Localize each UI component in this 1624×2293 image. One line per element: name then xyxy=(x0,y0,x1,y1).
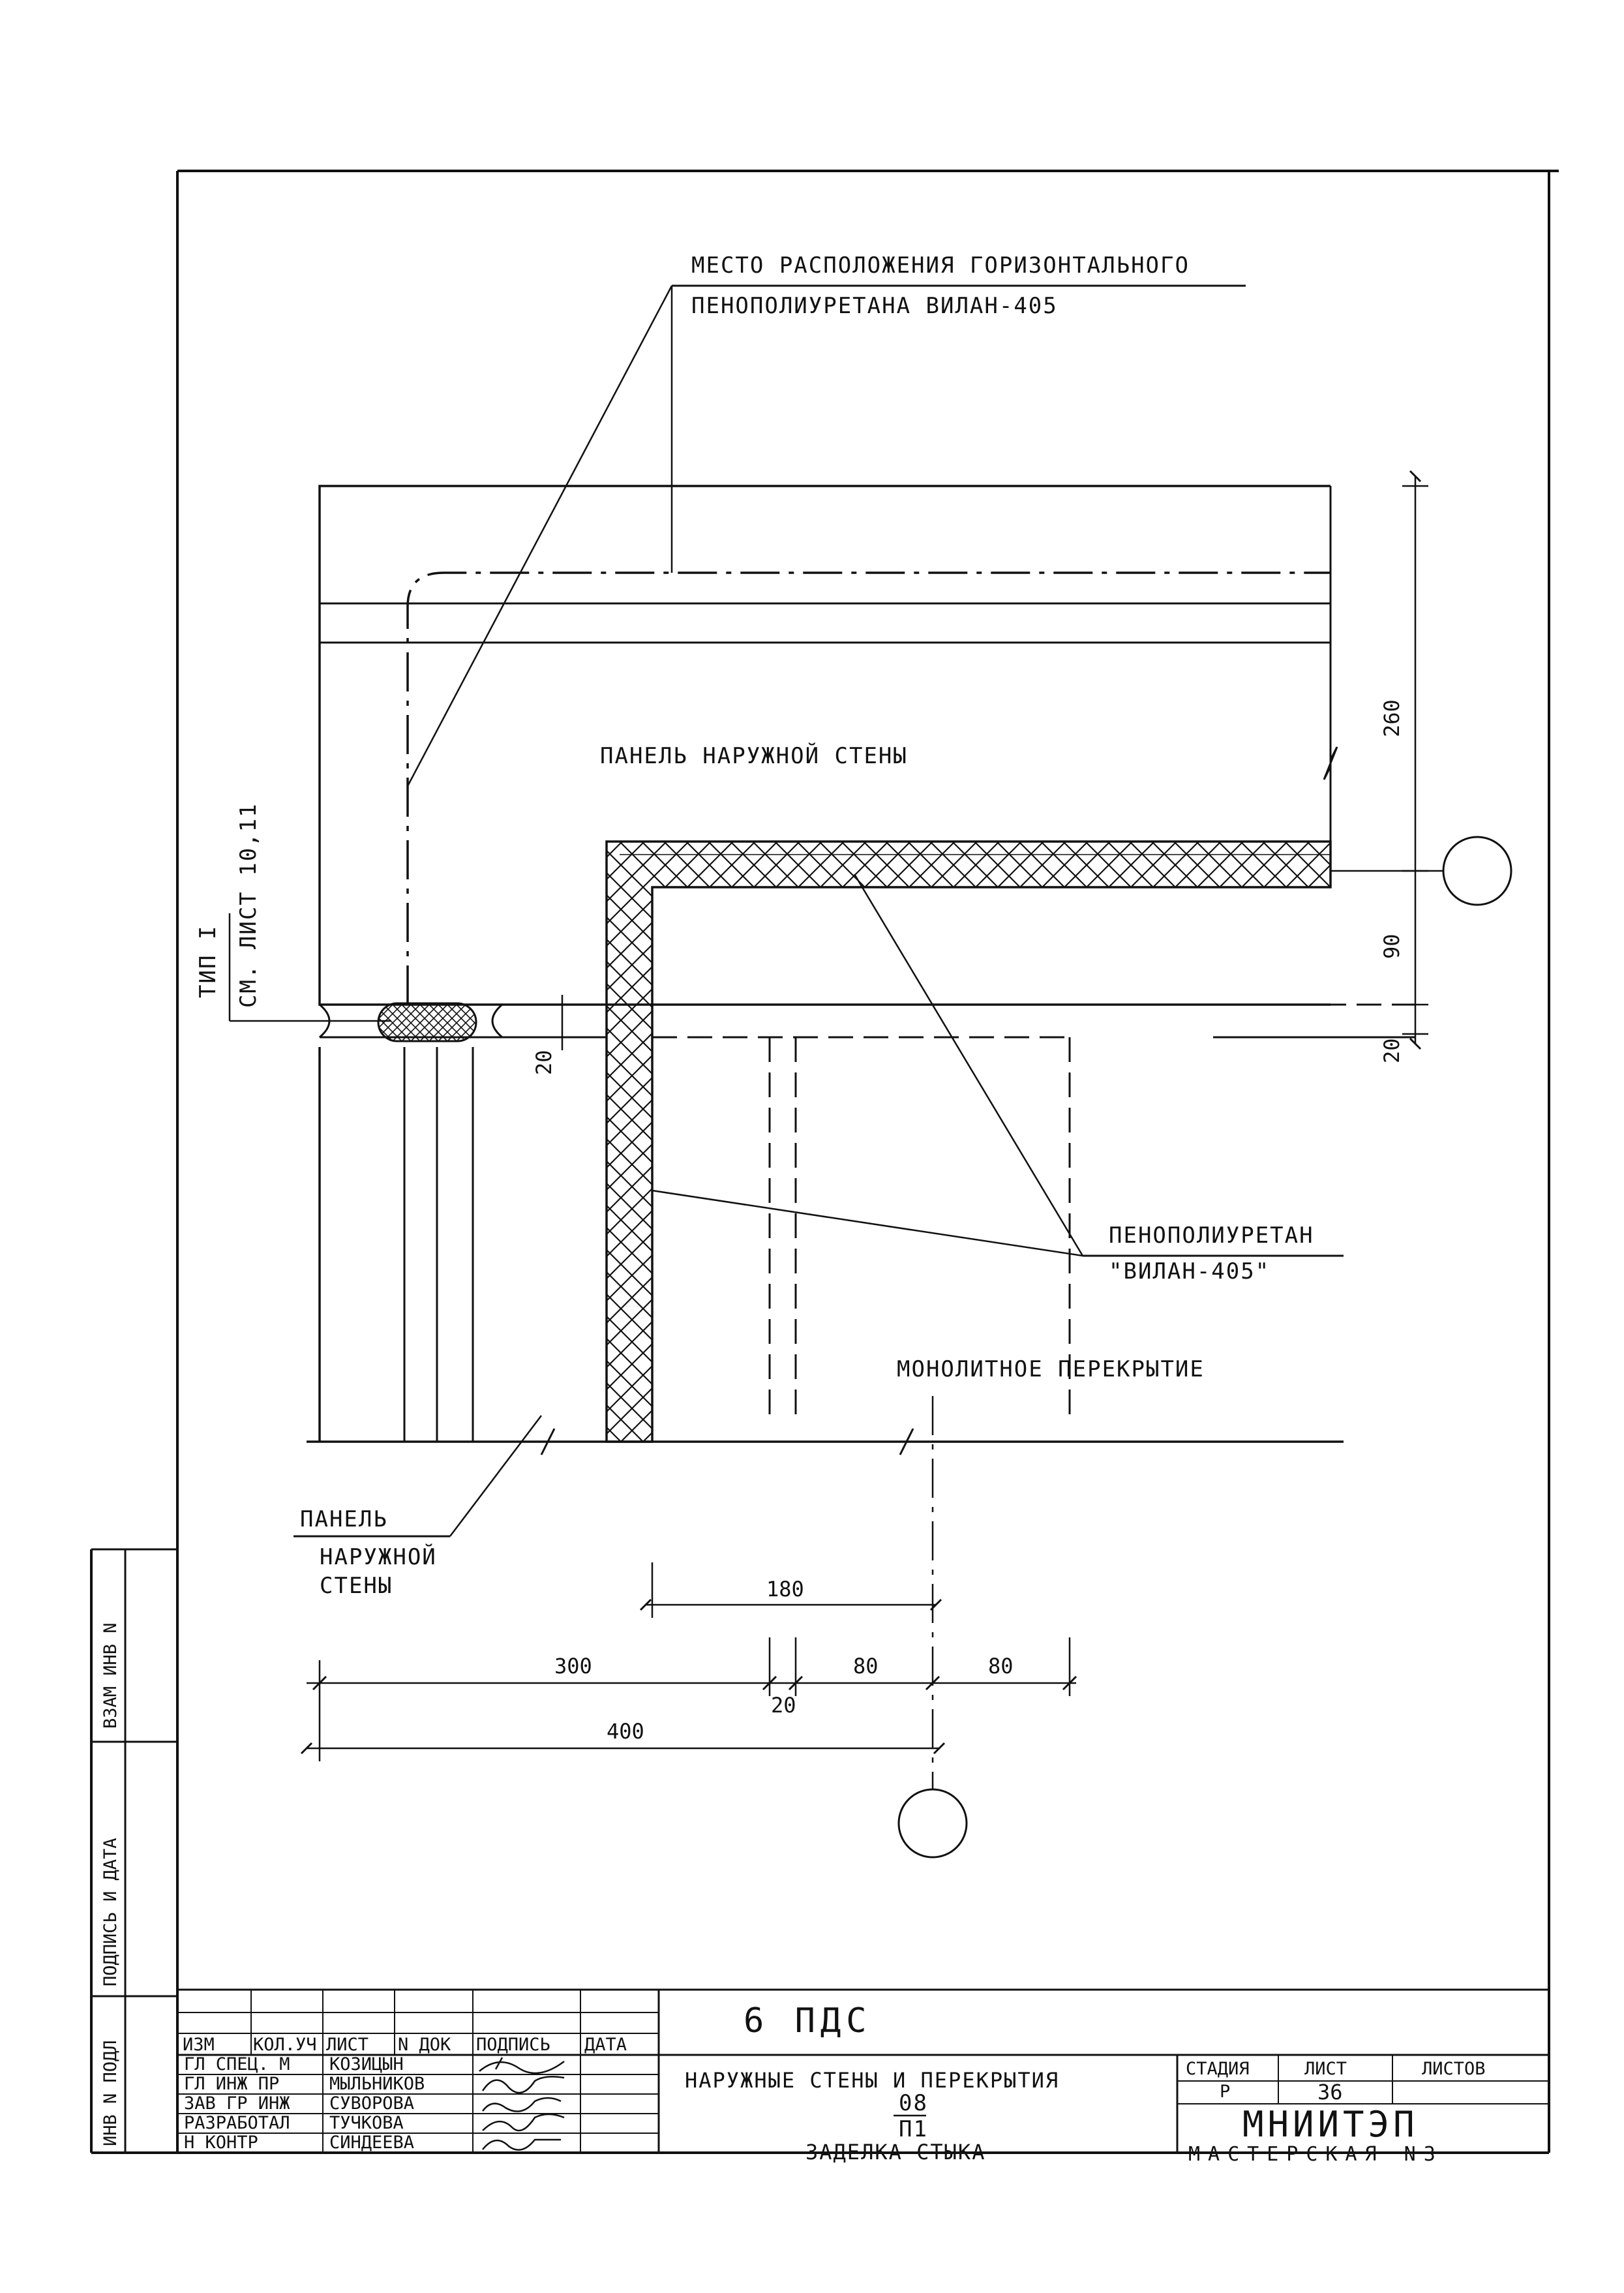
name-kozitsyn: КОЗИЦЫН xyxy=(329,2054,404,2074)
frac-top: 08 xyxy=(899,2090,928,2116)
role-gl-spec: ГЛ СПЕЦ. М xyxy=(184,2054,290,2074)
type-note-line2: СМ. ЛИСТ 10,11 xyxy=(235,802,262,1008)
joint-dimension: 20 xyxy=(532,995,564,1075)
dim-260: 260 xyxy=(1379,699,1404,737)
top-note-line1: МЕСТО РАСПОЛОЖЕНИЯ ГОРИЗОНТАЛЬНОГО xyxy=(691,252,1190,279)
header-podpis: ПОДПИСЬ xyxy=(476,2035,550,2055)
sheet-value: 36 xyxy=(1317,2080,1343,2104)
header-list: ЛИСТ xyxy=(326,2035,368,2055)
dim-20-joint: 20 xyxy=(532,1050,556,1075)
panel-lower-line1: ПАНЕЛЬ xyxy=(300,1506,388,1532)
panel-lower-line3: СТЕНЫ xyxy=(320,1573,393,1599)
dim-90: 90 xyxy=(1379,934,1404,959)
tb-headers: ИЗМ КОЛ.УЧ ЛИСТ N ДОК ПОДПИСЬ ДАТА xyxy=(183,2035,627,2055)
name-suvorova: СУВОРОВА xyxy=(329,2093,414,2114)
header-kolich: КОЛ.УЧ xyxy=(253,2035,317,2055)
header-izm: ИЗМ xyxy=(183,2035,215,2055)
signatures xyxy=(479,2057,565,2151)
name-tuchkova: ТУЧКОВА xyxy=(329,2113,404,2133)
foam-strip xyxy=(605,840,1332,1443)
foam-line2: "ВИЛАН-405" xyxy=(1109,1258,1270,1284)
foam-line1: ПЕНОПОЛИУРЕТАН xyxy=(1109,1222,1314,1249)
stamp-inv: ИНВ N ПОДЛ xyxy=(100,2040,121,2146)
frac-bottom: П1 xyxy=(899,2116,928,2142)
panel-joint xyxy=(319,1002,607,1042)
label-slab: МОНОЛИТНОЕ ПЕРЕКРЫТИЕ xyxy=(897,1356,1205,1382)
joint-sealant xyxy=(377,1002,477,1042)
dim-80a: 80 xyxy=(853,1654,879,1678)
callout-top-note: МЕСТО РАСПОЛОЖЕНИЯ ГОРИЗОНТАЛЬНОГО ПЕНОП… xyxy=(406,252,1246,787)
header-ndok: N ДОК xyxy=(398,2035,451,2055)
upper-wall-panel: ПАНЕЛЬ НАРУЖНОЙ СТЕНЫ xyxy=(318,485,1338,1006)
top-note-line2: ПЕНОПОЛИУРЕТАНА ВИЛАН-405 xyxy=(691,293,1058,319)
stamp-vzam: ВЗАМ ИНВ N xyxy=(100,1622,121,1729)
dim-180: 180 xyxy=(766,1577,804,1602)
dim-400: 400 xyxy=(607,1719,644,1744)
stage-label: СТАДИЯ xyxy=(1186,2059,1250,2079)
dim-300: 300 xyxy=(554,1654,592,1678)
bottom-dimensions: 180 300 80 80 20 400 xyxy=(300,1562,1077,1761)
axis-marker-right xyxy=(1442,836,1512,906)
dim-20-right: 20 xyxy=(1379,1038,1404,1063)
sheet-label: ЛИСТ xyxy=(1304,2059,1347,2079)
stage-value: Р xyxy=(1220,2082,1230,2102)
name-mylnikov: МЫЛЬНИКОВ xyxy=(329,2074,425,2094)
lower-wall-panel xyxy=(307,1047,1344,1455)
label-panel-upper: ПАНЕЛЬ НАРУЖНОЙ СТЕНЫ xyxy=(600,742,908,769)
header-data: ДАТА xyxy=(584,2035,627,2055)
doc-code: 6 ПДС xyxy=(744,2001,872,2041)
name-sindeeva: СИНДЕЕВА xyxy=(329,2133,414,2153)
type-note-line1: ТИП I xyxy=(195,925,221,998)
dim-80b: 80 xyxy=(988,1654,1014,1678)
axes xyxy=(897,836,1512,1859)
dim-20-bottom: 20 xyxy=(771,1693,796,1718)
monolithic-slab: МОНОЛИТНОЕ ПЕРЕКРЫТИЕ xyxy=(652,1003,1415,1422)
subtitle: ЗАДЕЛКА СТЫКА xyxy=(805,2140,985,2164)
stamp-podpis: ПОДПИСЬ И ДАТА xyxy=(100,1838,121,1986)
callout-type-note: ТИП I СМ. ЛИСТ 10,11 xyxy=(195,802,391,1022)
org-name: МНИИТЭП xyxy=(1242,2104,1419,2145)
callout-foam: ПЕНОПОЛИУРЕТАН "ВИЛАН-405" xyxy=(652,873,1344,1284)
tb-people: ГЛ СПЕЦ. М КОЗИЦЫН ГЛ ИНЖ ПР МЫЛЬНИКОВ З… xyxy=(184,2054,425,2153)
role-n-kontr: Н КОНТР xyxy=(184,2133,258,2153)
right-dimension-chain: 260 90 20 xyxy=(1379,470,1428,1063)
sheets-label: ЛИСТОВ xyxy=(1422,2059,1486,2079)
title-main: НАРУЖНЫЕ СТЕНЫ И ПЕРЕКРЫТИЯ xyxy=(685,2068,1059,2093)
side-stamp-column: ВЗАМ ИНВ N ПОДПИСЬ И ДАТА ИНВ N ПОДЛ xyxy=(90,1548,177,2153)
role-gl-inzh: ГЛ ИНЖ ПР xyxy=(184,2074,279,2094)
role-zav-gr: ЗАВ ГР ИНЖ xyxy=(184,2093,290,2114)
panel-lower-line2: НАРУЖНОЙ xyxy=(320,1543,437,1570)
title-block: 6 ПДС ИЗМ КОЛ.УЧ ЛИСТ N ДОК ПОДПИСЬ ДАТА… xyxy=(177,1988,1549,2166)
axis-marker-bottom xyxy=(897,1788,968,1859)
workshop: МАСТЕРСКАЯ N3 xyxy=(1188,2143,1443,2166)
sheet-frame xyxy=(91,170,1559,2154)
callout-lower-panel: ПАНЕЛЬ НАРУЖНОЙ СТЕНЫ xyxy=(293,1415,542,1599)
role-razrabotal: РАЗРАБОТАЛ xyxy=(184,2113,290,2133)
